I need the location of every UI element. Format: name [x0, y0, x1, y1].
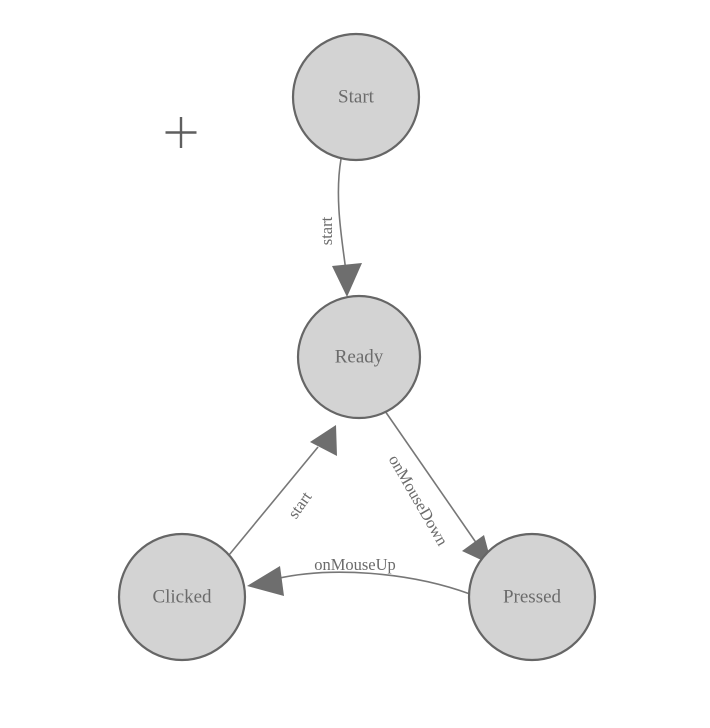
edge-label-text: start — [317, 216, 336, 245]
edge-label-text: start — [284, 488, 316, 523]
edge-clicked-to-ready-arrowhead — [310, 425, 337, 456]
edge-start-to-ready-path — [337, 158, 347, 273]
edge-clicked-to-ready-path — [228, 446, 319, 556]
node-clicked[interactable]: Clicked — [117, 532, 247, 662]
edge-label-text: onMouseUp — [314, 555, 396, 574]
edge-label-start-ready: start — [317, 216, 336, 245]
node-ready[interactable]: Ready — [296, 294, 422, 420]
node-pressed-label: Pressed — [503, 586, 562, 607]
edge-clicked-to-ready[interactable] — [228, 425, 337, 556]
edge-label-text: onMouseDown — [385, 451, 452, 549]
edge-pressed-to-clicked-path — [274, 571, 471, 595]
node-ready-label: Ready — [335, 346, 384, 367]
edge-start-to-ready[interactable] — [332, 158, 362, 297]
node-start-circle[interactable] — [291, 32, 421, 162]
edge-ready-to-pressed-path — [384, 410, 478, 545]
edge-label-ready-pressed: onMouseDown — [385, 451, 452, 549]
edge-label-pressed-clicked: onMouseUp — [314, 555, 396, 574]
edge-pressed-to-clicked[interactable] — [247, 566, 471, 596]
node-pressed[interactable]: Pressed — [467, 532, 597, 662]
node-pressed-circle[interactable] — [467, 532, 597, 662]
edge-label-clicked-ready: start — [284, 488, 316, 523]
crosshair-icon — [165, 117, 197, 148]
node-start[interactable]: Start — [291, 32, 421, 162]
node-ready-circle[interactable] — [296, 294, 422, 420]
node-clicked-label: Clicked — [152, 586, 212, 607]
node-clicked-circle[interactable] — [117, 532, 247, 662]
edge-start-to-ready-arrowhead — [332, 263, 362, 297]
node-start-label: Start — [338, 86, 375, 107]
edge-pressed-to-clicked-arrowhead — [247, 566, 284, 596]
